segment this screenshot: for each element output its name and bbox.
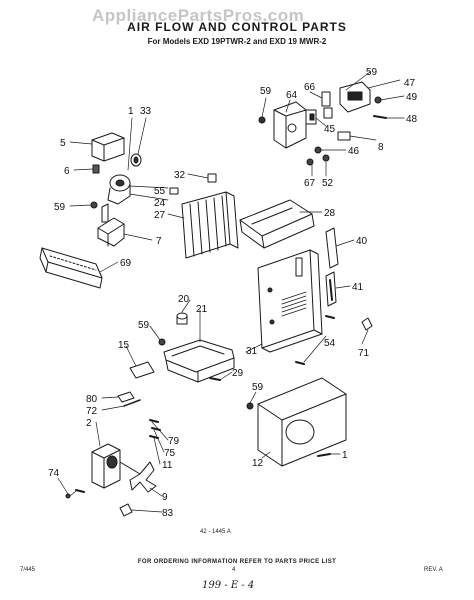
callout-75: 75 (164, 448, 176, 459)
callout-15: 15 (118, 340, 130, 351)
callout-20: 20 (178, 294, 190, 305)
callout-59d: 59 (138, 320, 150, 331)
callout-72: 72 (86, 406, 98, 417)
callout-59c: 59 (366, 67, 378, 78)
callout-24: 24 (154, 198, 166, 209)
callout-67: 67 (304, 178, 316, 189)
callout-45: 45 (324, 124, 336, 135)
callout-54: 54 (324, 338, 336, 349)
part-clip-59a (90, 201, 98, 209)
callout-21: 21 (196, 304, 208, 315)
part-drain-tray-20-21 (158, 312, 235, 383)
callout-28: 28 (324, 208, 336, 219)
callout-31: 31 (246, 346, 258, 357)
part-cover-27 (181, 191, 239, 259)
callout-2: 2 (86, 418, 92, 429)
callout-46: 46 (348, 146, 360, 157)
part-back-panel-31 (257, 249, 323, 353)
callout-55: 55 (154, 186, 166, 197)
callout-83: 83 (162, 508, 174, 519)
callout-59: 59 (54, 202, 66, 213)
reference-number: 42 - 1445 A (200, 529, 231, 535)
diagram-subtitle: For Models EXD 19PTWR-2 and EXD 19 MWR-2 (147, 37, 327, 46)
callout-40: 40 (356, 236, 368, 247)
callout-66: 66 (304, 82, 316, 93)
ordering-note: FOR ORDERING INFORMATION REFER TO PARTS … (137, 559, 337, 565)
callout-8: 8 (378, 142, 384, 153)
part-duct-28 (239, 199, 315, 249)
callout-27: 27 (154, 210, 166, 221)
part-side-pieces-40-41 (325, 227, 339, 307)
callout-48: 48 (406, 114, 418, 125)
callout-74: 74 (48, 468, 60, 479)
part-fan-shroud-12 (246, 377, 347, 467)
callout-11: 11 (162, 460, 173, 471)
revision-label: REV. A (424, 567, 443, 573)
callout-29: 29 (232, 368, 244, 379)
callout-33: 33 (140, 106, 152, 117)
callout-12: 12 (252, 458, 264, 469)
diagram-title: AIR FLOW AND CONTROL PARTS (127, 20, 347, 34)
part-damper-assembly (258, 81, 387, 166)
callout-41: 41 (352, 282, 364, 293)
callout-5: 5 (60, 138, 66, 149)
callout-71: 71 (358, 348, 370, 359)
callout-69: 69 (120, 258, 132, 269)
callout-59b: 59 (260, 86, 272, 97)
callout-80: 80 (86, 394, 98, 405)
callout-numbers: 1 33 5 6 59 55 24 27 32 7 69 59 64 66 59… (48, 67, 418, 519)
callout-59e: 59 (252, 382, 264, 393)
callout-47: 47 (404, 78, 416, 89)
callout-32: 32 (174, 170, 186, 181)
callout-6: 6 (64, 166, 70, 177)
callout-64: 64 (286, 90, 298, 101)
part-thermostat-assembly (101, 153, 142, 223)
part-bracket-7 (97, 217, 125, 247)
part-fan-motor-assembly (65, 391, 161, 517)
callout-52: 52 (322, 178, 334, 189)
callout-9: 9 (162, 492, 168, 503)
leader-lines (57, 71, 405, 513)
document-code: 7/445 (20, 567, 36, 573)
handwritten-note: 199 - E - 4 (202, 580, 255, 591)
page-number: 4 (232, 567, 236, 573)
callout-1: 1 (128, 106, 134, 117)
part-control-box (91, 132, 125, 162)
watermark: AppliancePartsPros.com (92, 6, 305, 25)
callout-49: 49 (406, 92, 418, 103)
callout-7: 7 (156, 236, 162, 247)
callout-79: 79 (168, 436, 180, 447)
part-screw-6 (92, 164, 100, 174)
callout-1b: 1 (342, 450, 348, 461)
part-panel-69 (39, 247, 103, 289)
part-screws-54-71 (295, 315, 373, 365)
